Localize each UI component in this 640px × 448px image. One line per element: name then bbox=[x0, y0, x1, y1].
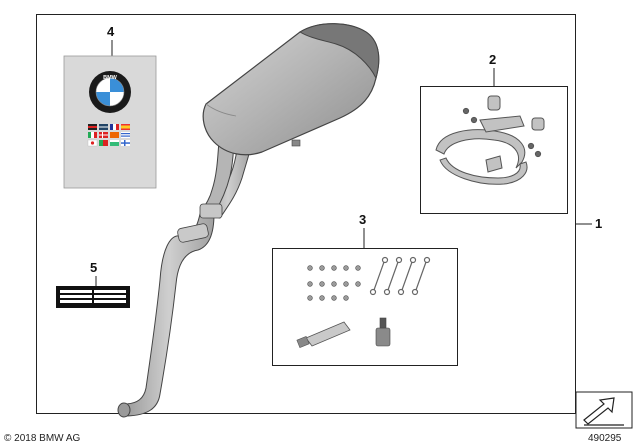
link-pipe bbox=[117, 213, 215, 418]
callout-3: 3 bbox=[359, 212, 367, 227]
adhesive-bottle bbox=[375, 317, 391, 347]
copyright-text: © 2018 BMW AG bbox=[4, 433, 81, 444]
callout-2: 2 bbox=[489, 52, 497, 67]
callout-5: 5 bbox=[90, 260, 98, 275]
rider-manual: BMW bbox=[63, 55, 157, 189]
small-parts-kit bbox=[296, 256, 431, 348]
bmw-roundel-icon bbox=[89, 71, 131, 113]
rear-silencer bbox=[202, 23, 380, 156]
leader-lines bbox=[95, 40, 592, 286]
bracket-kit bbox=[435, 95, 545, 185]
callout-1: 1 bbox=[595, 216, 603, 231]
spring-set bbox=[369, 256, 431, 296]
diagram-frame bbox=[36, 14, 576, 414]
diagram-number: 490295 bbox=[588, 433, 622, 444]
bmw-logo-text: BMW bbox=[103, 75, 118, 81]
language-flags-icon bbox=[87, 124, 130, 147]
grease-tube bbox=[296, 321, 351, 348]
callout-4: 4 bbox=[107, 24, 115, 39]
label-sticker bbox=[56, 286, 130, 308]
screw-set bbox=[307, 265, 361, 301]
direction-arrow-icon bbox=[575, 391, 633, 429]
